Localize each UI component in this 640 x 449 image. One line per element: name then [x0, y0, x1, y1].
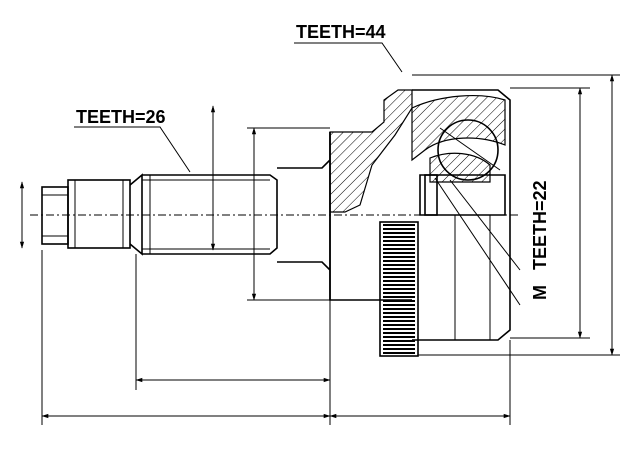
- abs-tooth: [383, 272, 415, 274]
- abs-tooth: [383, 348, 415, 350]
- abs-tooth: [383, 300, 415, 302]
- inner-race: [411, 95, 506, 162]
- abs-tooth: [383, 336, 415, 338]
- abs-tooth: [383, 232, 415, 234]
- abs-tooth: [383, 352, 415, 354]
- abs-tooth: [383, 236, 415, 238]
- shaft-neck: [277, 132, 331, 300]
- label-teeth-44: TEETH=44: [296, 22, 386, 42]
- abs-tooth: [383, 340, 415, 342]
- abs-tooth: [383, 244, 415, 246]
- spline-shaft: [142, 174, 278, 255]
- abs-tooth: [383, 260, 415, 262]
- label-teeth-26: TEETH=26: [76, 107, 166, 127]
- abs-tooth: [383, 288, 415, 290]
- leader-thread: [434, 177, 521, 306]
- abs-tooth: [383, 284, 415, 286]
- label-thread: M: [530, 285, 550, 300]
- abs-tooth: [383, 240, 415, 242]
- housing-section: [329, 89, 413, 213]
- abs-tooth: [383, 316, 415, 318]
- threaded-stub: [41, 173, 143, 256]
- abs-tooth: [383, 344, 415, 346]
- abs-tooth: [383, 304, 415, 306]
- abs-tooth: [383, 328, 415, 330]
- abs-tooth: [383, 224, 415, 226]
- abs-tooth: [383, 264, 415, 266]
- ball: [437, 119, 499, 181]
- abs-tooth: [383, 292, 415, 294]
- abs-tooth: [383, 252, 415, 254]
- abs-tooth: [383, 332, 415, 334]
- abs-tooth: [383, 324, 415, 326]
- abs-tooth: [383, 248, 415, 250]
- leader-teeth-26: [74, 126, 191, 173]
- label-teeth-22: TEETH=22: [530, 180, 550, 270]
- abs-tooth: [383, 268, 415, 270]
- abs-ring: [379, 221, 419, 357]
- abs-tooth: [383, 228, 415, 230]
- abs-tooth: [383, 320, 415, 322]
- leader-teeth-22: [449, 179, 521, 271]
- abs-tooth: [383, 308, 415, 310]
- abs-tooth: [383, 276, 415, 278]
- abs-tooth: [383, 312, 415, 314]
- leader-teeth-44: [294, 42, 403, 73]
- abs-tooth: [383, 296, 415, 298]
- abs-tooth: [383, 256, 415, 258]
- abs-tooth: [383, 280, 415, 282]
